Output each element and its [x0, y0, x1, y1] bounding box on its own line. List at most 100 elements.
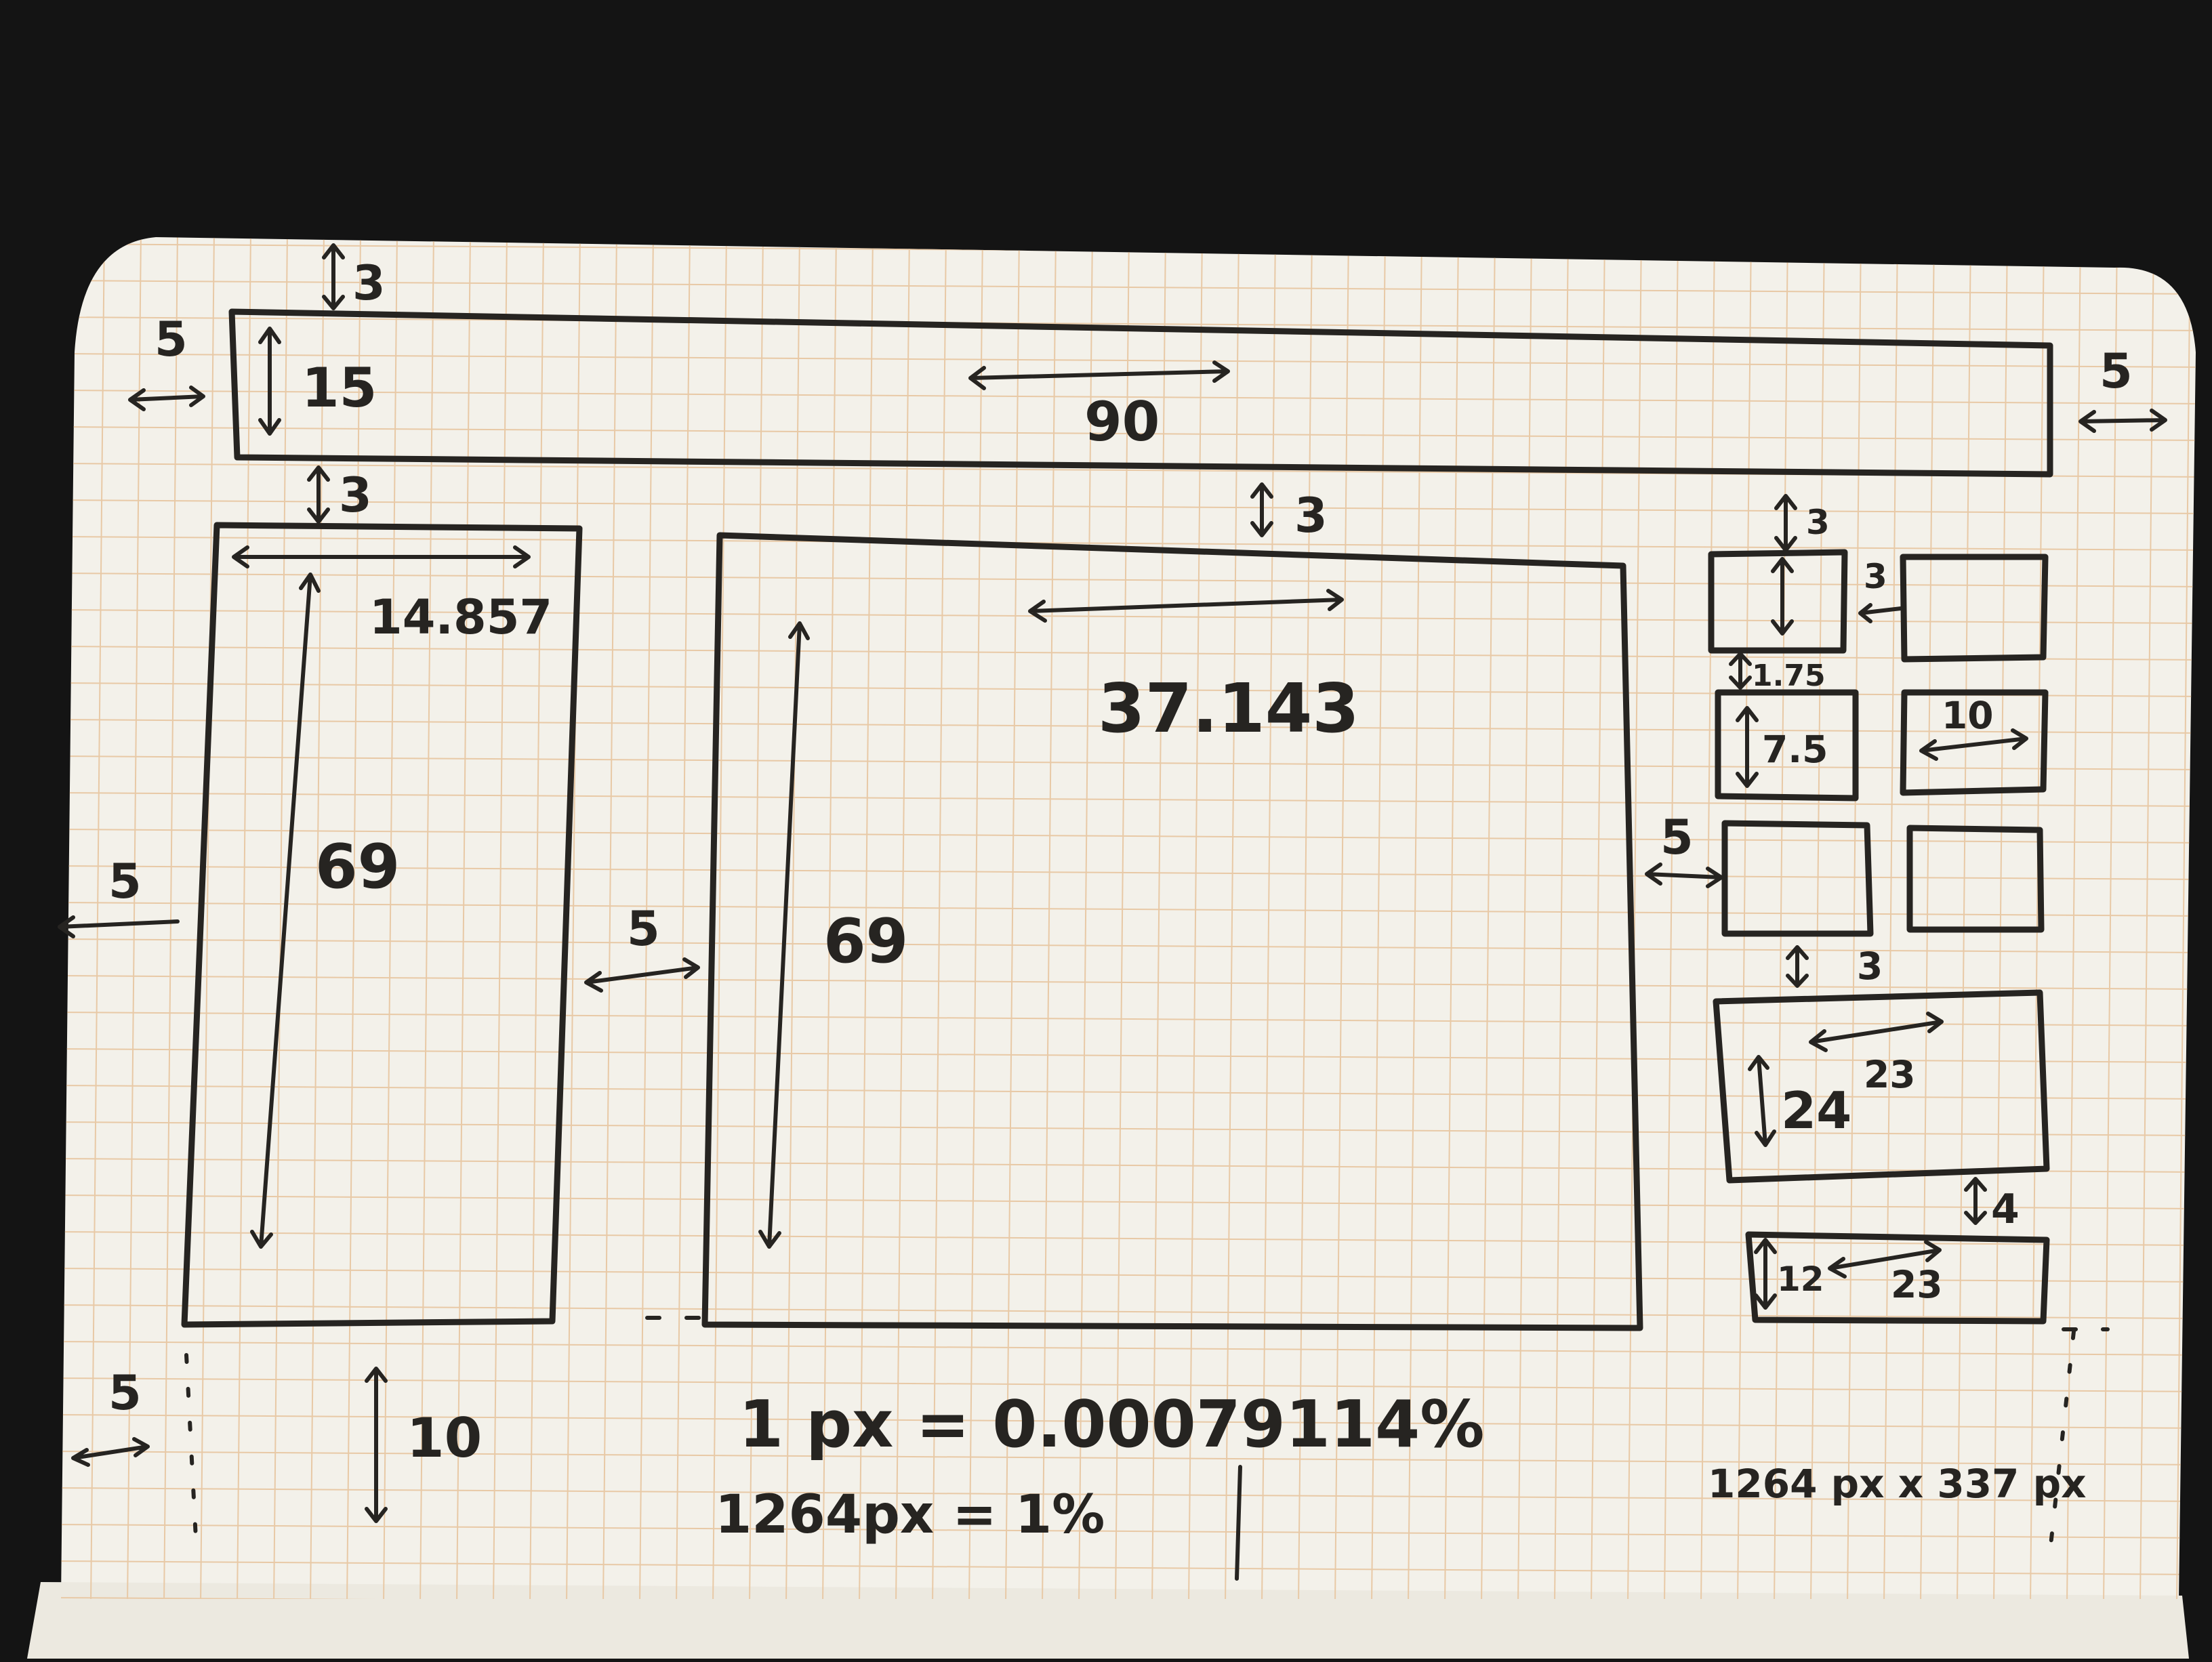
grid-line-vertical [1664, 237, 1679, 1599]
thumb-gap-label: 1.75 [1752, 659, 1826, 693]
grid-line-horizontal [61, 1560, 2196, 1575]
grid-line-vertical [2066, 237, 2081, 1599]
grid-line-vertical [1188, 237, 1203, 1599]
left-panel-top-label: 3 [339, 468, 372, 523]
percent-note: 1264px = 1% [715, 1484, 1105, 1545]
thumb-box-4 [1900, 689, 2049, 796]
main-gap-label: 5 [627, 901, 660, 957]
left-panel-box [181, 522, 583, 1328]
grid-line-horizontal [61, 1268, 2196, 1283]
grid-line-horizontal [61, 755, 2196, 770]
small-gap-label: 4 [1991, 1186, 2020, 1233]
grid-line-vertical [932, 237, 947, 1599]
grid-line-vertical [1261, 237, 1276, 1599]
grid-line-vertical [1225, 237, 1240, 1599]
grid-line-horizontal [61, 829, 2196, 844]
grid-line-horizontal [61, 1085, 2196, 1100]
grid-line-horizontal [61, 1121, 2196, 1136]
grid-line-horizontal [61, 390, 2196, 404]
grid-line-horizontal [61, 426, 2196, 441]
grid-line-vertical [1444, 237, 1459, 1599]
right-gap-left-label: 5 [1660, 810, 1694, 865]
grid-line-vertical [1847, 237, 1862, 1599]
grid-line-vertical [1042, 237, 1057, 1599]
grid-line-horizontal [61, 280, 2196, 295]
thumb-box-5 [1721, 820, 1874, 937]
grid-line-horizontal [61, 1451, 2196, 1466]
grid-line-vertical [859, 237, 874, 1599]
thumb-width-label: 10 [1942, 694, 1994, 737]
grid-line-vertical [2030, 237, 2045, 1599]
grid-line-vertical [200, 237, 215, 1599]
size-note: 1264 px x 337 px [1708, 1461, 2087, 1507]
grid-line-vertical [1298, 237, 1313, 1599]
large-box-width-label: 23 [1864, 1053, 1916, 1096]
grid-line-vertical [1481, 237, 1496, 1599]
dimension-labels: 3 5 15 90 5 3 14.857 69 5 5 3 37.143 69 … [108, 255, 2133, 1545]
grid-line-vertical [1700, 237, 1715, 1599]
grid-line-horizontal [61, 1012, 2196, 1026]
thumb-box-6 [1906, 825, 2045, 933]
thumbs-bottom-gap-label: 3 [1857, 944, 1883, 988]
thumb-height-label: 7.5 [1762, 728, 1828, 771]
top-bar-box [228, 308, 2053, 478]
large-box-height-label: 24 [1781, 1081, 1851, 1140]
left-panel-width-label: 14.857 [369, 589, 552, 645]
grid-line-horizontal [61, 865, 2196, 880]
right-top-gap-label: 3 [1806, 503, 1830, 542]
grid-line-horizontal [61, 316, 2196, 331]
thumb-box-3 [1715, 689, 1859, 802]
grid-line-vertical [163, 237, 178, 1599]
grid-line-horizontal [61, 1524, 2196, 1539]
grid-line-horizontal [61, 1158, 2196, 1173]
main-height-label: 69 [823, 906, 908, 977]
grid-line-horizontal [61, 902, 2196, 917]
grid-line-horizontal [61, 975, 2196, 990]
grid-line-vertical [822, 237, 837, 1599]
right-large-box [1713, 989, 2050, 1184]
small-height-label: 12 [1777, 1260, 1824, 1299]
grid-line-vertical [1151, 237, 1166, 1599]
main-width-label: 37.143 [1098, 669, 1359, 748]
grid-line-horizontal [61, 353, 2196, 368]
thumb-box-2 [1900, 554, 2049, 663]
grid-line-vertical [1993, 237, 2008, 1599]
left-panel-height-label: 69 [315, 831, 400, 902]
grid-line-vertical [1591, 237, 1605, 1599]
right-small-box [1745, 1231, 2050, 1325]
grid-line-vertical [127, 237, 142, 1599]
grid-line-vertical [1005, 237, 1020, 1599]
top-right-margin-label: 5 [2100, 344, 2133, 399]
grid-line-horizontal [61, 499, 2196, 514]
grid-line-horizontal [61, 1487, 2196, 1502]
grid-line-vertical [1810, 237, 1825, 1599]
grid-line-vertical [1078, 237, 1093, 1599]
grid-line-vertical [1627, 237, 1642, 1599]
main-panel-box [701, 532, 1643, 1331]
grid-line-vertical [1408, 237, 1422, 1599]
thumb-box-1 [1708, 549, 1848, 654]
bottom-margin-label: 10 [407, 1407, 482, 1470]
grid-line-horizontal [61, 719, 2196, 734]
top-bar-height-label: 15 [302, 356, 377, 419]
grid-line-horizontal [61, 938, 2196, 953]
top-margin-label: 3 [352, 255, 386, 311]
grid-line-vertical [1737, 237, 1752, 1599]
small-width-label: 23 [1891, 1263, 1943, 1306]
grid-line-horizontal [61, 1194, 2196, 1209]
grid-line-vertical [895, 237, 910, 1599]
grid-line-vertical [2139, 237, 2154, 1599]
grid-line-horizontal [61, 536, 2196, 551]
bottom-left-margin-label: 5 [108, 1365, 142, 1421]
grid-line-vertical [1957, 237, 1971, 1599]
grid-line-vertical [1517, 237, 1532, 1599]
grid-line-vertical [1883, 237, 1898, 1599]
grid-line-vertical [1115, 237, 1130, 1599]
left-margin-label: 5 [108, 854, 142, 909]
conversion-note: 1 px = 0.00079114% [739, 1388, 1484, 1462]
grid-line-vertical [968, 237, 983, 1599]
grid-line-horizontal [61, 1048, 2196, 1063]
grid-line-vertical [2103, 237, 2118, 1599]
grid-line-horizontal [61, 1414, 2196, 1429]
